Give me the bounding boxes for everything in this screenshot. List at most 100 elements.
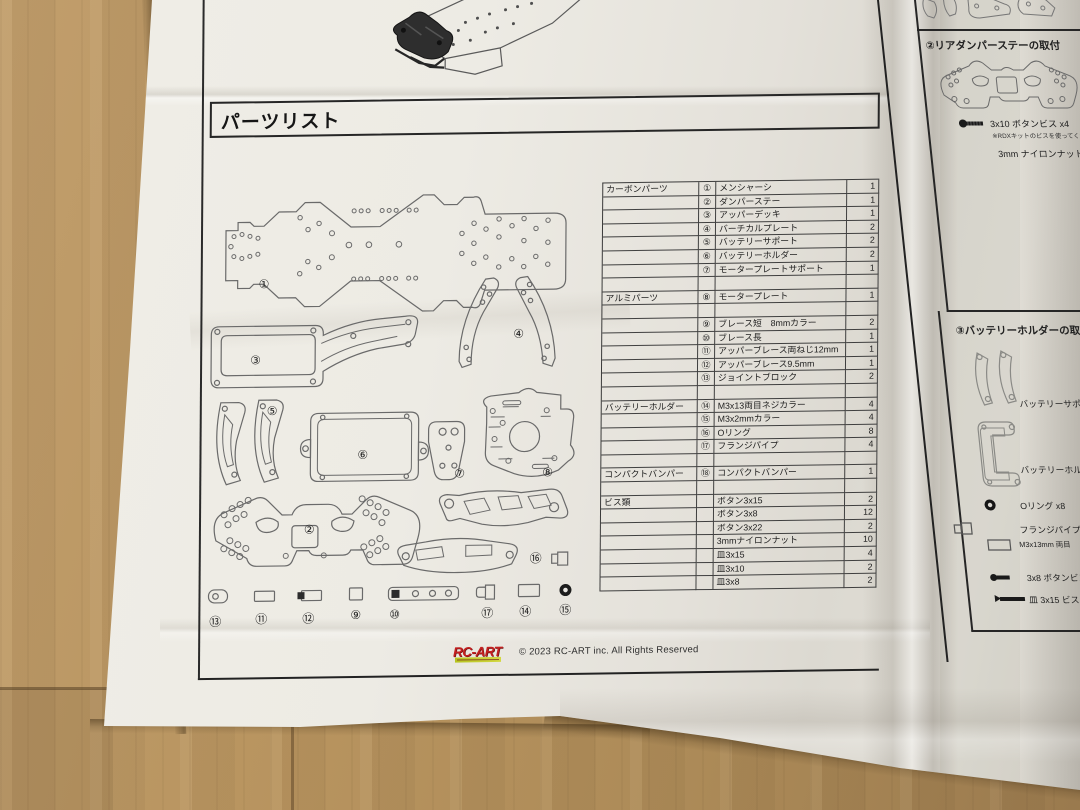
parts-table-cell-num: ⑦ <box>698 263 716 278</box>
parts-table-cell-cat <box>601 481 698 497</box>
part-number-label-2: ② <box>303 522 315 537</box>
parts-table-cell-cat <box>602 222 700 238</box>
battery-holder-label: バッテリーホルダー <box>1019 465 1080 475</box>
parts-table-cell-qty <box>845 383 878 398</box>
part-8-motor-plate-drawing <box>483 387 575 477</box>
parts-table-cell-cat: コンパクトバンパー <box>601 467 698 483</box>
small-screw-icon <box>990 574 1010 581</box>
parts-table-cell-num <box>697 385 715 400</box>
parts-table-cell-cat <box>602 263 699 279</box>
part-1-main-chassis-drawing <box>225 194 567 312</box>
flat-screw-icon <box>994 595 1026 602</box>
part-number-label-12: ⑫ <box>302 611 315 626</box>
chassis-plate-edge <box>444 47 503 75</box>
parts-table-cell-qty: 2 <box>846 233 879 249</box>
part-number-label-16: ⑯ <box>529 551 542 566</box>
section-title: パーツリスト <box>220 111 341 134</box>
parts-table-cell-qty: 8 <box>845 424 878 439</box>
part-number-label-9: ⑨ <box>350 607 362 623</box>
parts-table-cell-cat <box>602 277 699 293</box>
parts-table-cell-qty: 1 <box>846 261 879 276</box>
collar-icon <box>987 539 1012 551</box>
parts-table-cell-num: ⑱ <box>697 467 715 482</box>
parts-table-cell-cat: バッテリーホルダー <box>601 399 698 415</box>
part-number-label-14: ⑭ <box>519 604 532 619</box>
parts-table-cell-cat <box>601 386 698 401</box>
parts-table-cell-qty: 1 <box>847 179 880 194</box>
part-6-battery-holder-drawing <box>299 411 430 483</box>
parts-table-cell-cat <box>600 535 697 551</box>
parts-table-cell-qty: 10 <box>844 533 877 548</box>
part-number-label-4: ④ <box>513 326 525 341</box>
parts-table-cell-num: ⑥ <box>698 249 716 264</box>
part-number-label-11: ⑪ <box>255 612 268 627</box>
parts-table-cell-qty: 2 <box>845 369 878 384</box>
parts-table-cell-cat <box>600 508 698 524</box>
part-5-battery-supports-drawing <box>216 399 284 486</box>
parts-table-cell-cat <box>603 209 700 225</box>
wood-dark-patch <box>0 689 113 810</box>
parts-table-cell-num: ① <box>699 181 717 196</box>
parts-table-cell-num <box>698 277 716 291</box>
parts-table-cell-qty: 4 <box>845 410 878 425</box>
parts-table-cell-qty: 1 <box>846 329 879 344</box>
parts-table-cell-num <box>696 508 715 523</box>
parts-table-cell-cat <box>602 345 699 361</box>
part-2-damper-stay-drawing <box>213 495 421 567</box>
parts-table-cell-num: ⑨ <box>698 317 716 332</box>
parts-table-cell-qty: 1 <box>845 465 878 480</box>
wood-plank-seam-bottom <box>291 718 294 810</box>
parts-table-cell-cat <box>602 250 699 266</box>
parts-table-cell-cat <box>601 372 698 388</box>
nut-label: 3mm ナイロンナット <box>997 149 1080 159</box>
assembled-chassis-drawing-partial <box>365 0 596 86</box>
rear-damper-stay-section: ②リアダンパーステーの取付 3x10 ボタンビス x4 ※RDXキットのビスを使… <box>917 29 1080 312</box>
parts-table-cell-cat <box>600 549 697 565</box>
parts-table-cell-cat <box>601 426 698 442</box>
part-number-label-7: ⑦ <box>454 466 466 481</box>
part-number-label-3: ③ <box>250 353 261 368</box>
part-number-label-8: ⑧ <box>542 465 554 480</box>
parts-table-cell-qty: 2 <box>845 492 878 507</box>
parts-table-cell-cat <box>600 576 697 592</box>
parts-table-cell-qty: 1 <box>846 288 879 303</box>
right-instructions-column: ②リアダンパーステーの取付 3x10 ボタンビス x4 ※RDXキットのビスを使… <box>877 0 1080 810</box>
parts-list-page: パーツリスト <box>197 0 905 715</box>
parts-table-cell-qty: 2 <box>846 247 879 262</box>
parts-table-cell-num: ③ <box>699 209 717 223</box>
parts-table-cell-num: ⑯ <box>697 426 715 441</box>
parts-table-cell-cat <box>601 413 698 429</box>
battery-holder-drawing <box>977 421 1021 487</box>
screw-note: ※RDXキットのビスを使ってください。 <box>991 133 1080 140</box>
parts-table-cell-num: ⑮ <box>697 413 715 427</box>
parts-table-cell-num <box>696 562 714 577</box>
parts-table-cell-num: ⑰ <box>697 440 715 455</box>
parts-table-cell-num <box>697 494 715 509</box>
parts-table-cell-cat: カーボンパーツ <box>603 182 700 198</box>
parts-table-cell-cat <box>600 522 697 537</box>
rc-art-logo-bar <box>454 656 502 663</box>
small-parts-row-drawing <box>207 551 572 604</box>
parts-table-cell-qty: 2 <box>846 315 879 330</box>
part-number-label-15: ⑮ <box>559 602 572 618</box>
parts-table-cell-num: ⑪ <box>698 345 716 359</box>
battery-holder-section: ③バッテリーホルダーの取付 バッテリーサポート バッテリーホルダー Oリング x… <box>937 311 1080 632</box>
parts-table-cell-cat: アルミパーツ <box>602 290 699 306</box>
parts-table-cell-qty: 2 <box>844 560 877 575</box>
parts-table-cell-cat <box>602 331 699 347</box>
parts-table-cell-cat <box>602 318 699 334</box>
rear-damper-section-title: ②リアダンパーステーの取付 <box>925 40 1061 52</box>
parts-table-cell-qty <box>846 301 879 317</box>
parts-table-cell-num: ② <box>699 195 717 210</box>
parts-table-cell-cat <box>602 304 699 320</box>
parts-table-cell-cat <box>603 195 700 211</box>
parts-table-cell-num <box>696 535 714 550</box>
parts-table-cell-qty: 1 <box>845 356 879 371</box>
parts-table-cell-qty <box>845 478 878 493</box>
wood-plank-seam-left <box>0 687 112 690</box>
parts-table-cell-qty: 12 <box>844 505 877 520</box>
parts-table-cell-num: ⑭ <box>697 399 715 414</box>
screw-spec-label: 3x10 ボタンビス x4 <box>989 119 1070 129</box>
rc-art-logo: RC-ART <box>453 644 513 665</box>
